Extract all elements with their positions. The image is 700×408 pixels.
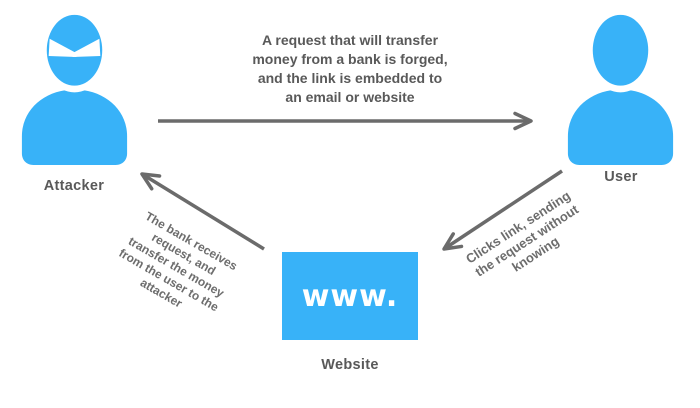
edge-label-line: money from a bank is forged,: [252, 51, 448, 67]
edge-label-line: A request that will transfer: [261, 32, 439, 48]
arrow-user-to-website-icon: [442, 169, 563, 251]
attacker-label: Attacker: [43, 178, 105, 194]
edge-label-forged-request: A request that will transfer money from …: [225, 31, 475, 107]
user-head-shape: [592, 14, 649, 86]
user-icon: [563, 8, 678, 165]
user-body-shape: [567, 89, 674, 165]
edge-label-line: an email or website: [285, 89, 415, 105]
attacker-body-shape: [21, 89, 128, 165]
www-text: www.: [301, 278, 399, 314]
evil-mask-right-eye-icon: [72, 38, 101, 57]
attacker-icon: [17, 8, 132, 165]
edge-label-line: and the link is embedded to: [257, 70, 443, 86]
attacker-head-shape: [46, 14, 103, 86]
arrow-website-to-attacker-icon: [140, 172, 265, 251]
website-node: www.: [282, 252, 418, 340]
website-label: Website: [321, 357, 379, 373]
evil-mask-left-eye-icon: [48, 38, 77, 57]
user-label: User: [604, 169, 638, 185]
